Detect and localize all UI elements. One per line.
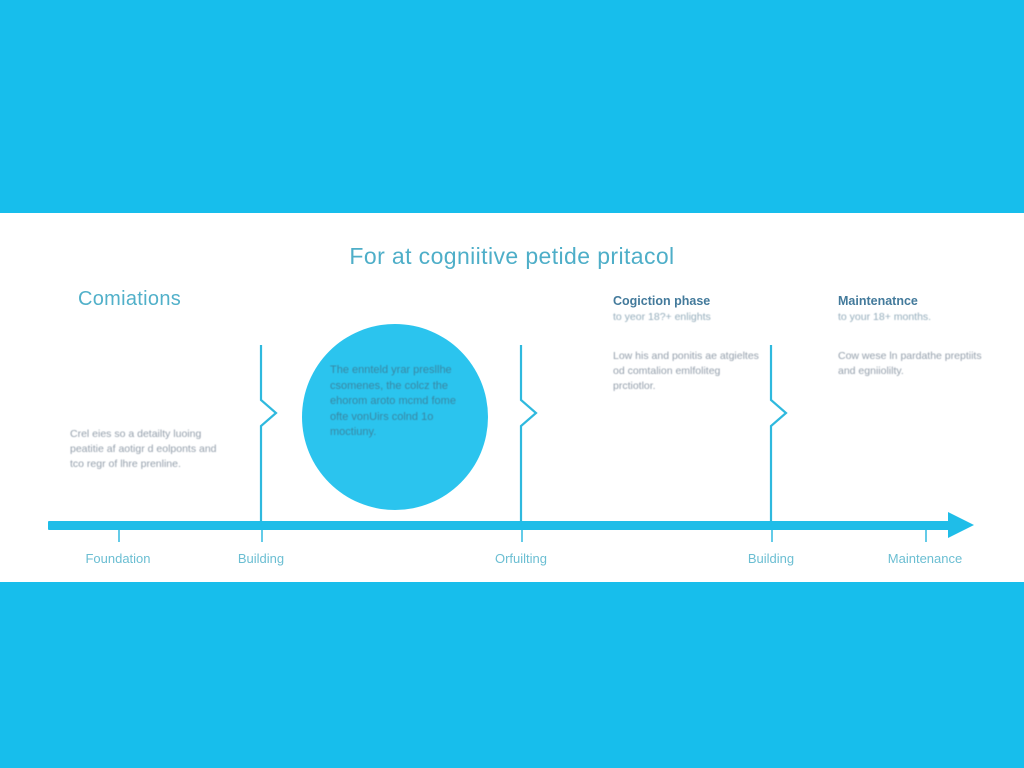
maintenance-block-subtitle: to your 18+ months. (838, 311, 932, 323)
circle-callout (302, 324, 488, 510)
timeline-tick (261, 530, 263, 542)
maintenance-body-text: Cow wese ln pardathe preptiits and egnii… (838, 350, 982, 377)
timeline-tick-label: Building (237, 551, 285, 566)
page-title: For at cogniitive petide pritacol (349, 243, 675, 269)
timeline-connector-2 (512, 345, 546, 525)
timeline-tick (771, 530, 773, 542)
foundation-body-text: Crel eies so a detailty luoing peatitie … (70, 428, 217, 470)
cognition-body-text: Low his and ponitis ae atgieltes od comt… (613, 350, 759, 392)
timeline-tick-label: Building (747, 551, 795, 566)
timeline-tick-label: Foundation (85, 551, 151, 566)
circle-callout-text: The ennteld yrar presllhe csomenes, the … (330, 364, 456, 438)
timeline-arrow-icon (948, 512, 974, 538)
timeline-connector-1 (252, 345, 286, 525)
timeline-tick (118, 530, 120, 542)
canvas-band (0, 213, 1024, 582)
cognition-block-title: Cogiction phase (613, 294, 711, 308)
section-heading: Comiations (78, 288, 182, 310)
timeline-tick-label: Orfuilting (494, 551, 548, 566)
maintenance-block-title: Maintenatnce (838, 294, 918, 308)
timeline-tick (925, 530, 927, 542)
cognition-block-subtitle: to yeor 18?+ enlights (613, 311, 711, 323)
timeline-tick (521, 530, 523, 542)
timeline-axis (48, 521, 953, 530)
timeline-connector-3 (762, 345, 796, 525)
timeline-tick-label: Maintenance (887, 551, 963, 566)
